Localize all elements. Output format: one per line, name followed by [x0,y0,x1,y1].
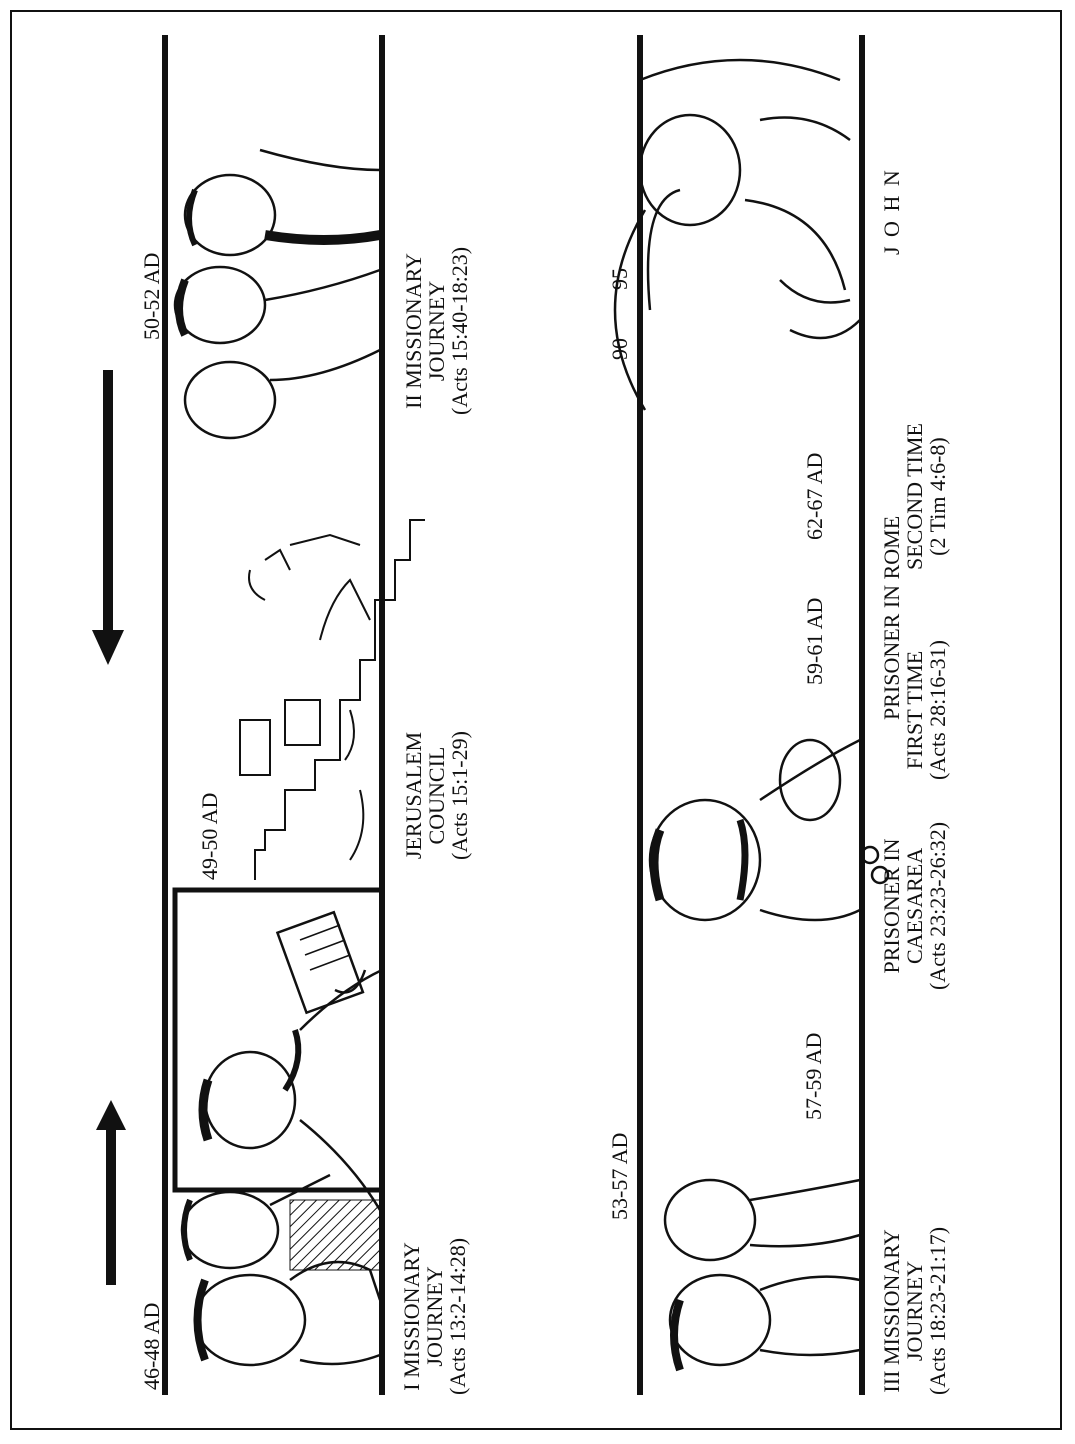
third-journey-figures-illustration [665,1180,860,1370]
date-50-52: 50-52 AD [140,253,163,340]
caesarea-label: PRISONER IN CAESAREA (Acts 23:23-26:32) [880,822,949,990]
date-49-50: 49-50 AD [198,793,221,880]
date-57-59: 57-59 AD [802,1033,825,1120]
rome-first-label: FIRST TIME (Acts 28:16-31) [903,640,949,780]
third-journey-label: III MISSIONARY JOURNEY (Acts 18:23-21:17… [880,1227,949,1395]
bottom-band [640,35,862,1395]
rome-second-label: SECOND TIME (2 Tim 4:6-8) [903,423,949,570]
date-46-48: 46-48 AD [140,1303,163,1390]
date-90: 90 [608,338,631,360]
second-journey-figures-illustration [175,150,380,438]
john-label: J O H N [880,168,903,255]
first-journey-figures-illustration [182,1175,382,1365]
date-62-67: 62-67 AD [803,453,826,540]
second-journey-label: II MISSIONARY JOURNEY (Acts 15:40-18:23) [402,247,471,415]
arrow-forward [96,1100,126,1285]
rome-heading: PRISONER IN ROME [880,516,903,720]
writer-illustration [203,912,382,1210]
date-95: 95 [608,268,631,290]
council-label: JERUSALEM COUNCIL (Acts 15:1-29) [402,731,471,860]
date-59-61: 59-61 AD [803,598,826,685]
john-illustration [615,60,860,410]
first-journey-label: I MISSIONARY JOURNEY (Acts 13:2-14:28) [400,1238,469,1395]
arrow-back [92,370,124,665]
jerusalem-city-illustration [240,520,425,880]
prisoner-illustration [650,740,888,920]
date-53-57: 53-57 AD [608,1133,631,1220]
